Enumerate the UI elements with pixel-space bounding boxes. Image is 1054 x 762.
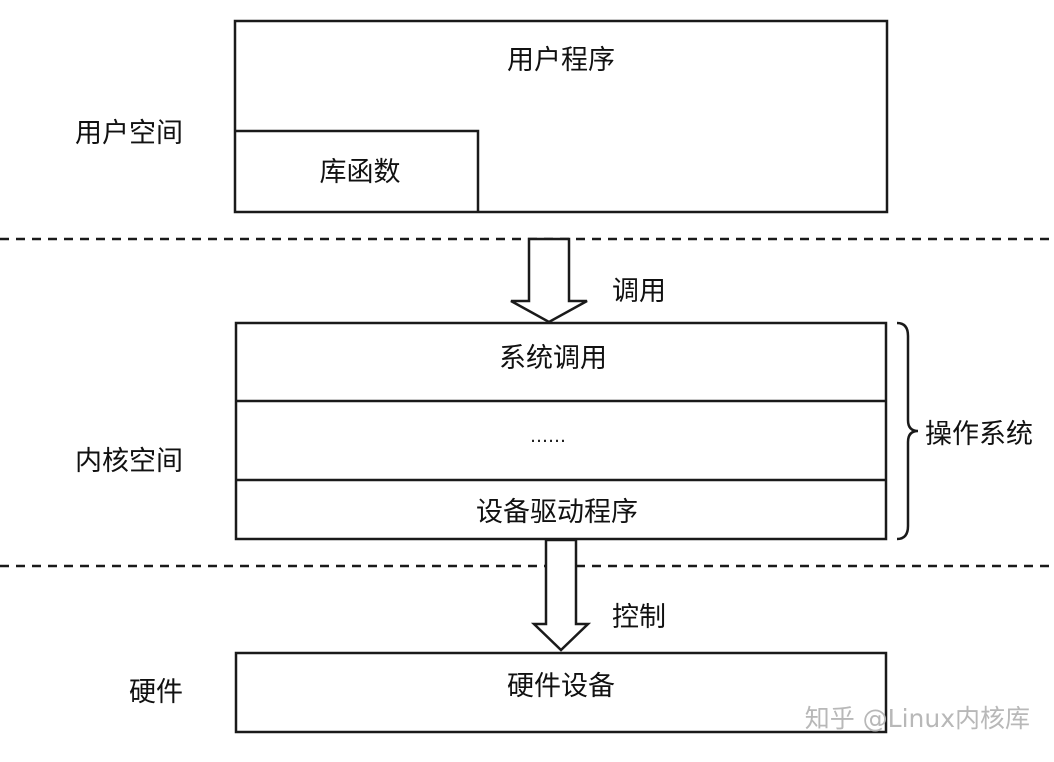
control-arrow-label: 控制 bbox=[612, 602, 666, 633]
region-label-kernel-space: 内核空间 bbox=[75, 446, 183, 477]
library-functions-label: 库函数 bbox=[320, 157, 401, 188]
ellipsis-label: …… bbox=[530, 426, 566, 447]
region-label-user-space: 用户空间 bbox=[75, 118, 183, 149]
call-arrow-label: 调用 bbox=[612, 276, 666, 307]
control-arrow bbox=[530, 538, 592, 652]
library-functions-box bbox=[235, 129, 480, 212]
device-driver-label: 设备驱动程序 bbox=[476, 497, 638, 528]
call-arrow bbox=[510, 237, 588, 324]
user-program-box bbox=[233, 19, 889, 214]
operating-system-label: 操作系统 bbox=[925, 419, 1033, 450]
kernel-box bbox=[234, 321, 888, 541]
region-label-hardware: 硬件 bbox=[129, 677, 183, 708]
hardware-device-label: 硬件设备 bbox=[507, 671, 615, 702]
user-program-label: 用户程序 bbox=[507, 45, 615, 76]
hardware-device-box bbox=[234, 651, 888, 734]
system-call-label: 系统调用 bbox=[499, 343, 607, 374]
operating-system-brace bbox=[896, 321, 919, 541]
watermark: 知乎 @Linux内核库 bbox=[805, 704, 1030, 733]
